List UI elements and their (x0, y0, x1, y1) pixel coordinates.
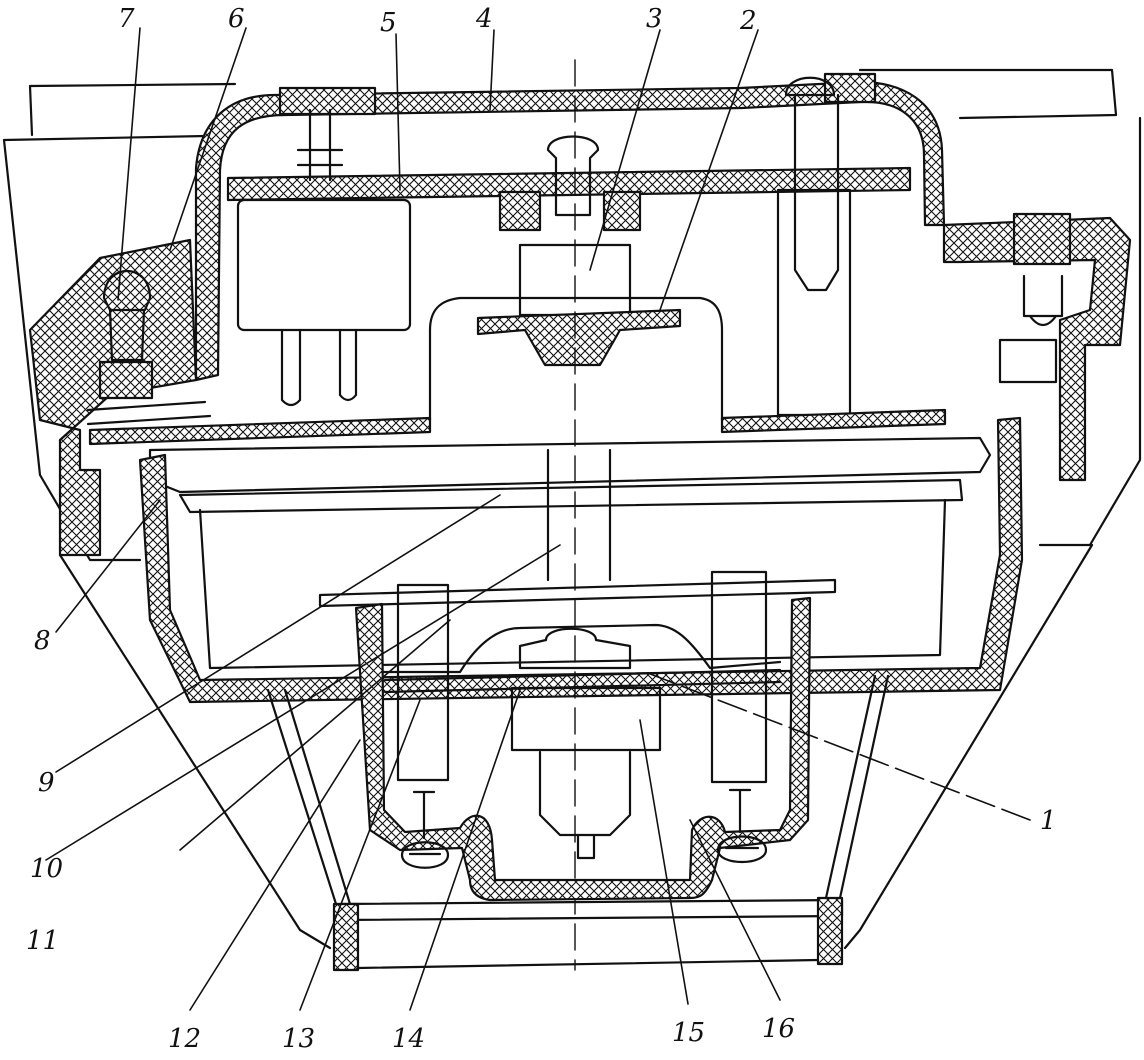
leader-16 (689, 819, 781, 1001)
outer-panel-top (28, 68, 1118, 137)
top-cover (194, 80, 946, 382)
inner-raised (380, 623, 782, 674)
outer-cone-left (58, 553, 332, 950)
callout-1: 1 (1040, 806, 1057, 836)
callout-2: 2 (740, 6, 757, 36)
callout-11: 11 (26, 926, 60, 956)
pivot-head (546, 135, 600, 217)
inner-cup (198, 498, 947, 670)
relay-pins (280, 328, 358, 407)
base-left-post (332, 902, 360, 972)
motor-head (518, 627, 632, 670)
lower-housing (354, 596, 812, 902)
callout-12: 12 (168, 1024, 202, 1054)
leader-10 (45, 544, 561, 861)
callout-5: 5 (380, 8, 397, 38)
leader-9 (55, 494, 501, 773)
legs (266, 674, 890, 906)
outer-panel-right (1038, 116, 1142, 547)
diaphragm-cone (476, 308, 682, 367)
callout-7: 7 (118, 4, 135, 34)
callout-14: 14 (392, 1024, 426, 1054)
center-shaft (546, 448, 612, 582)
leader-1 (639, 669, 1031, 821)
diaphragm-cup (428, 296, 724, 422)
right-nut (1012, 212, 1072, 266)
base-bottom (356, 958, 820, 970)
armature-disk (178, 478, 964, 514)
relay-stem (296, 108, 344, 182)
leader-14 (409, 689, 521, 1011)
callout-9: 9 (38, 768, 55, 798)
ball-nut (98, 360, 154, 400)
leader-8 (55, 499, 161, 633)
callout-10: 10 (30, 854, 64, 884)
left-bolt-body (396, 583, 450, 782)
right-screw (1022, 274, 1064, 327)
ball-pivot (102, 270, 152, 362)
leader-4 (489, 29, 495, 111)
callout-6: 6 (228, 4, 245, 34)
leader-7 (117, 27, 141, 301)
base-right-post (816, 896, 844, 966)
standoff (776, 188, 852, 417)
base-ring (338, 898, 844, 922)
top-screw (784, 76, 840, 292)
lower-shell (138, 416, 1024, 704)
leader-6 (169, 27, 247, 251)
callout-13: 13 (282, 1024, 316, 1054)
separator-plate (88, 408, 947, 446)
relay-body (236, 198, 412, 332)
left-bracket (28, 238, 198, 557)
right-bolt-head (716, 788, 768, 863)
right-bolt-body (710, 570, 768, 784)
lower-plate (318, 578, 837, 608)
outer-cone-right (843, 543, 1094, 950)
right-bracket (942, 216, 1132, 482)
leader-3 (589, 29, 661, 271)
right-plug (998, 338, 1058, 384)
mounting-plate (226, 166, 912, 202)
callout-4: 4 (476, 4, 493, 34)
motor-nozzle (538, 750, 632, 860)
pivot-hub (498, 190, 642, 232)
left-lever (86, 400, 212, 426)
leader-13 (299, 699, 421, 1011)
callout-3: 3 (646, 4, 663, 34)
cover-boss-top (278, 86, 377, 116)
left-bolt-head (400, 790, 450, 869)
leader-11 (179, 619, 451, 851)
callout-8: 8 (34, 626, 51, 656)
callout-16: 16 (762, 1014, 796, 1044)
leader-15 (639, 719, 689, 1005)
leader-12 (189, 739, 361, 1011)
leader-2 (659, 29, 759, 311)
armature (148, 436, 992, 494)
callout-15: 15 (672, 1018, 706, 1048)
leader-5 (395, 33, 401, 191)
motor-body (510, 686, 662, 752)
